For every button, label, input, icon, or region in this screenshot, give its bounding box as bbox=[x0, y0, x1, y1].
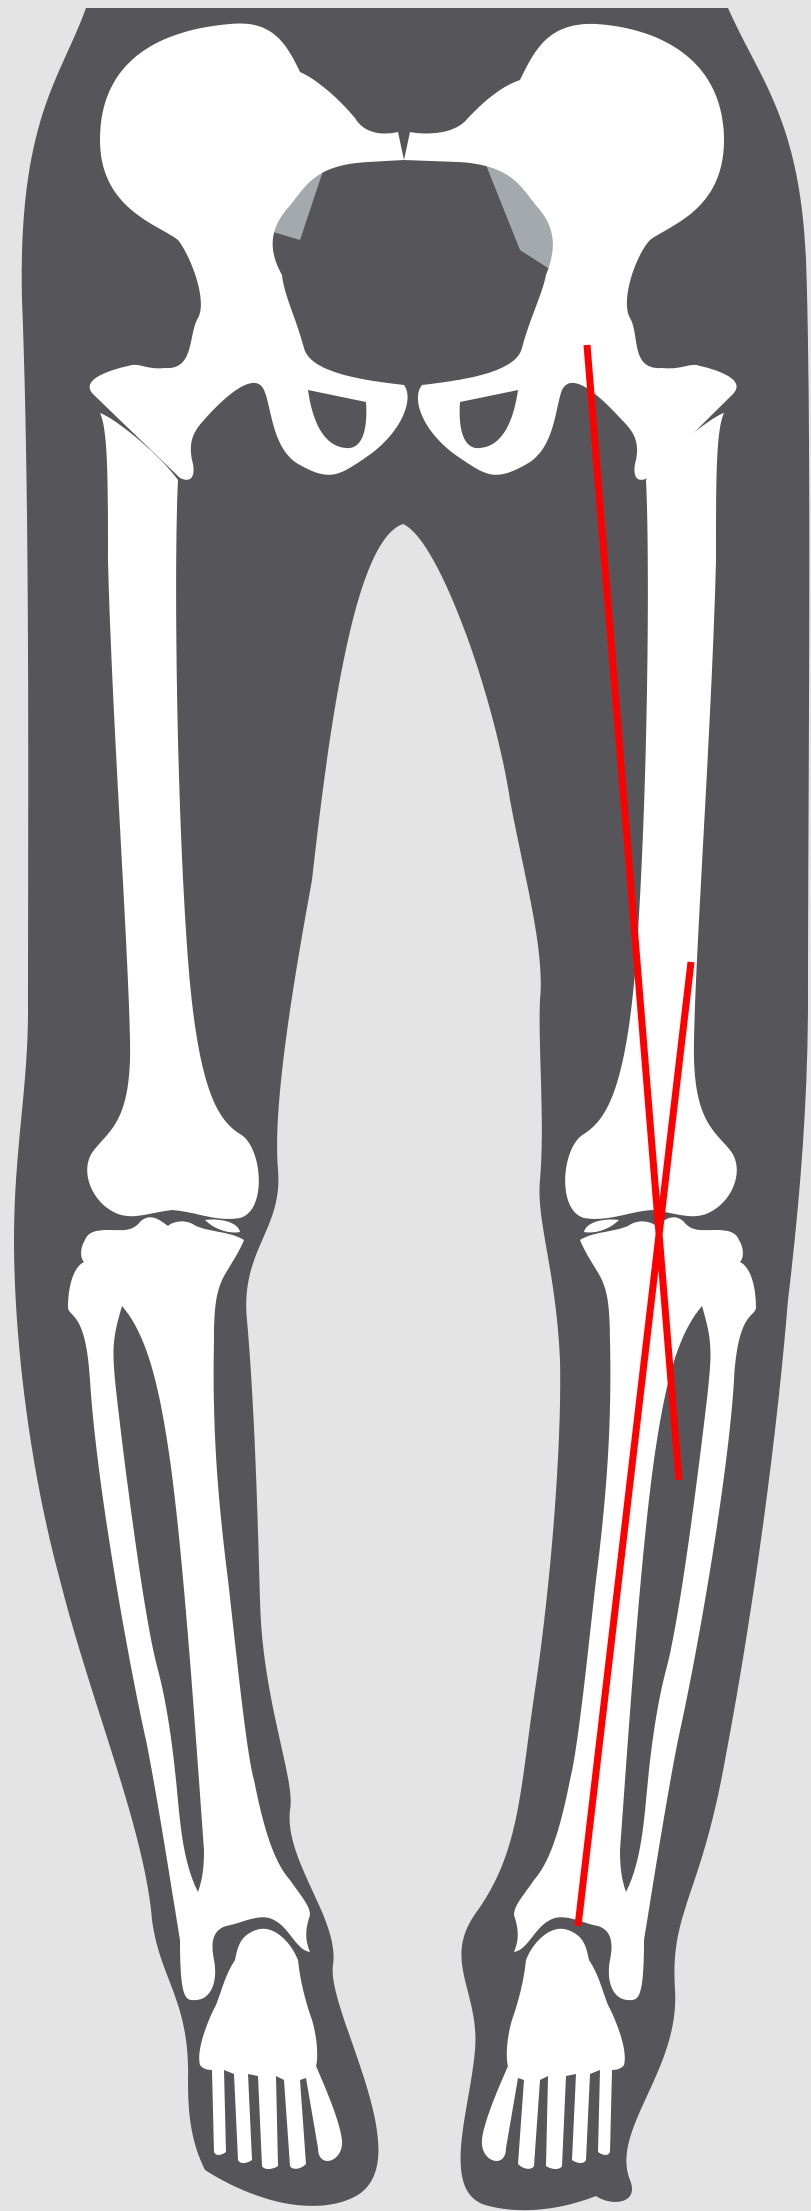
skeleton-diagram bbox=[0, 0, 811, 2211]
diagram-canvas bbox=[0, 0, 811, 2211]
